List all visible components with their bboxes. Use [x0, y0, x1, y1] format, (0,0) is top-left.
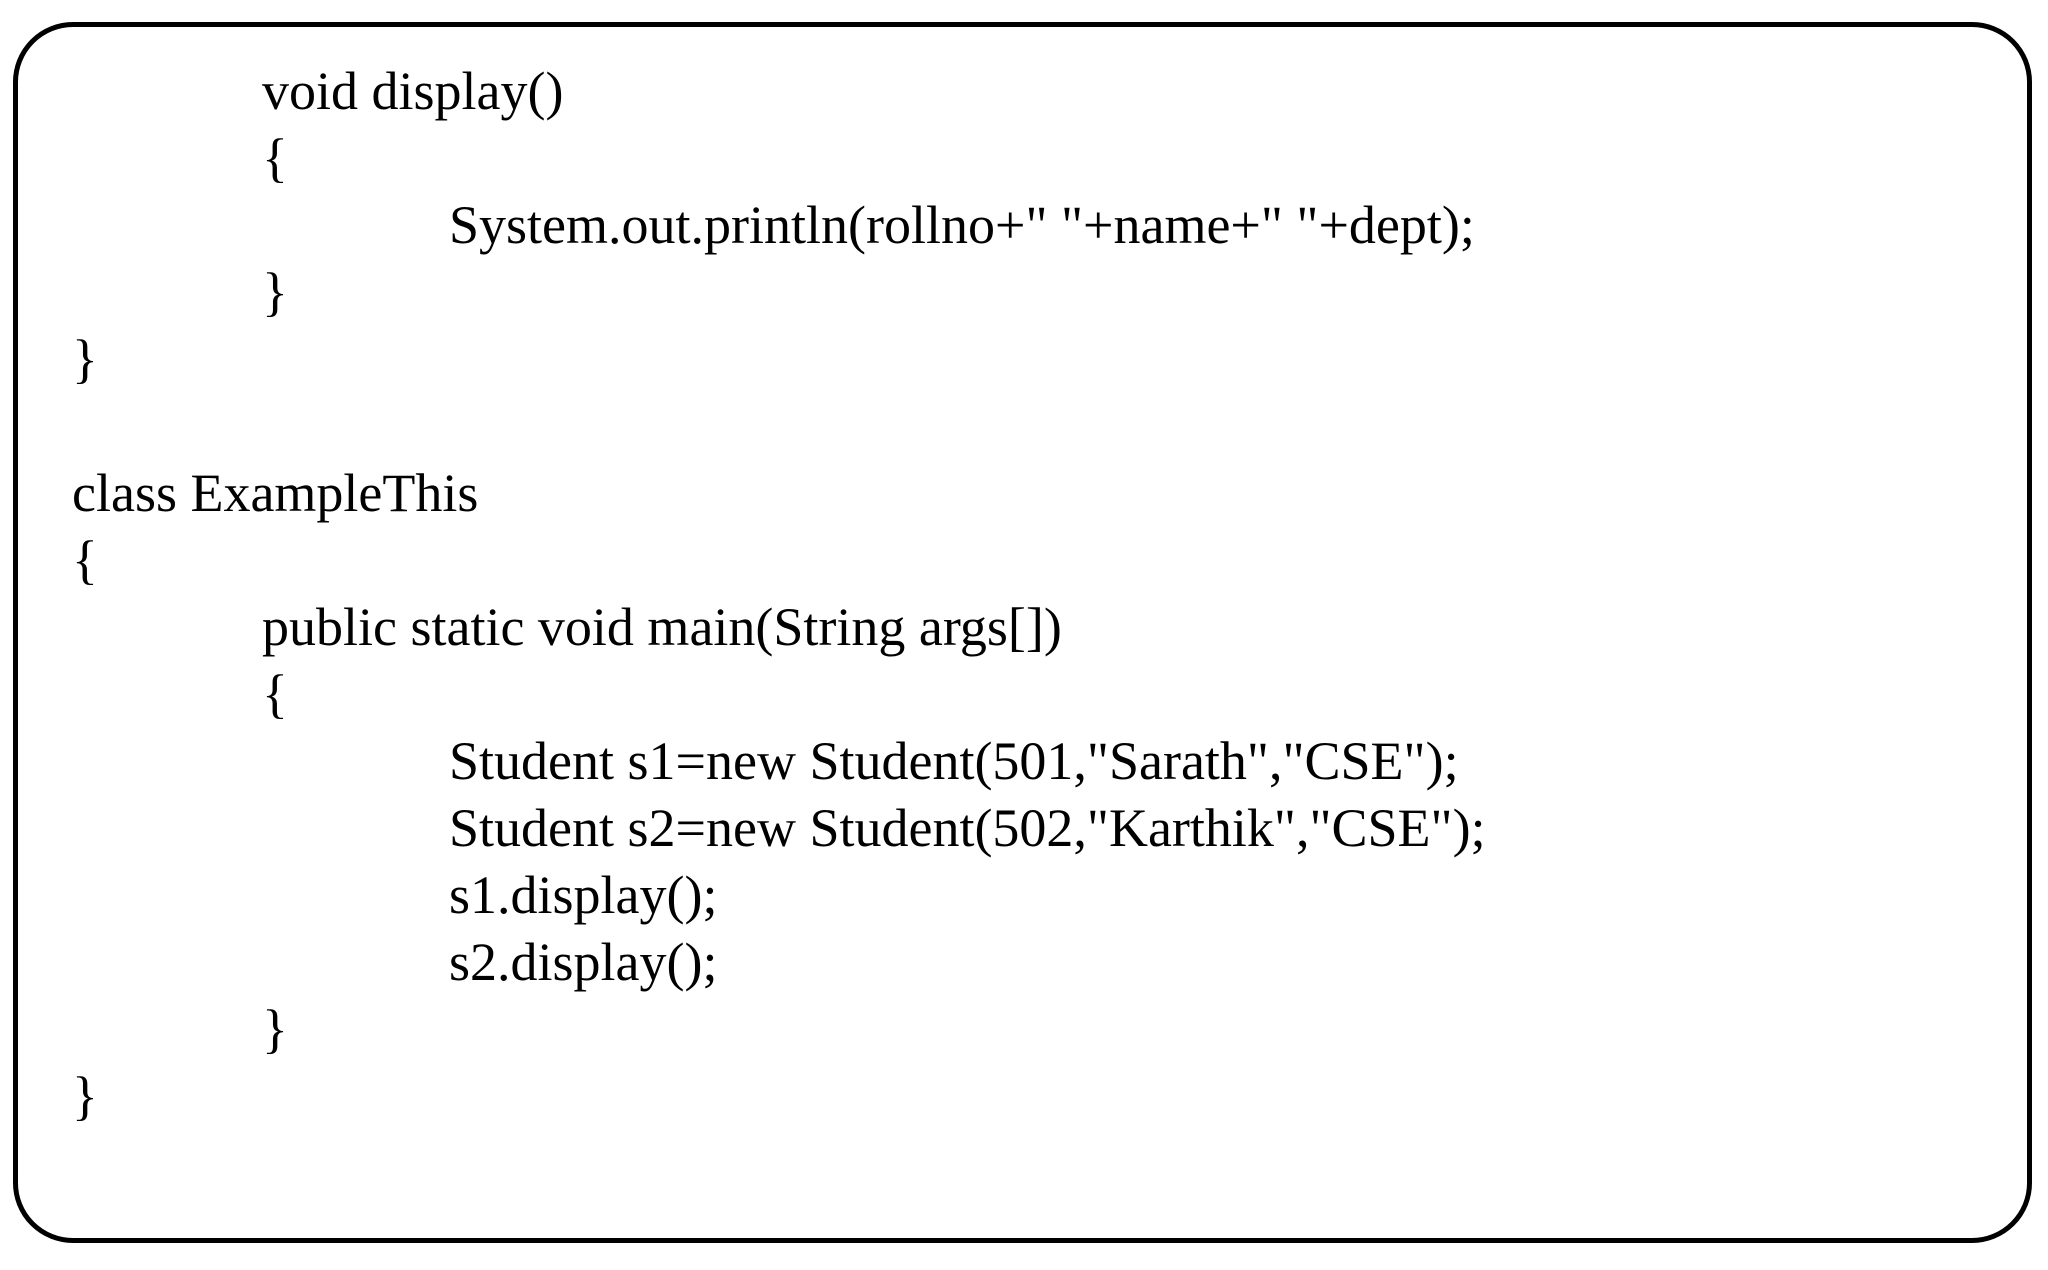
code-line-13: s2.display();	[449, 932, 718, 992]
code-line-5	[72, 393, 2007, 460]
code-line-3: }	[262, 262, 288, 322]
code-line-0: void display()	[262, 61, 564, 121]
code-line-12: s1.display();	[449, 865, 718, 925]
code-line-10: Student s1=new Student(501,"Sarath","CSE…	[449, 731, 1459, 791]
code-line-14: }	[262, 999, 288, 1059]
code-line-11: Student s2=new Student(502,"Karthik","CS…	[449, 798, 1486, 858]
code-line-4: }	[72, 329, 98, 389]
code-line-9: {	[262, 664, 288, 724]
code-area: void display() { System.out.println(rollno…	[72, 58, 2007, 1130]
code-line-1: {	[262, 128, 288, 188]
code-line-8: public static void main(String args[])	[262, 597, 1062, 657]
code-line-6: class ExampleThis	[72, 463, 479, 523]
code-line-2: System.out.println(rollno+" "+name+" "+d…	[449, 195, 1475, 255]
code-line-15: }	[72, 1066, 98, 1126]
code-line-7: {	[72, 530, 98, 590]
code-frame-border: void display() { System.out.println(rollno…	[13, 22, 2032, 1243]
